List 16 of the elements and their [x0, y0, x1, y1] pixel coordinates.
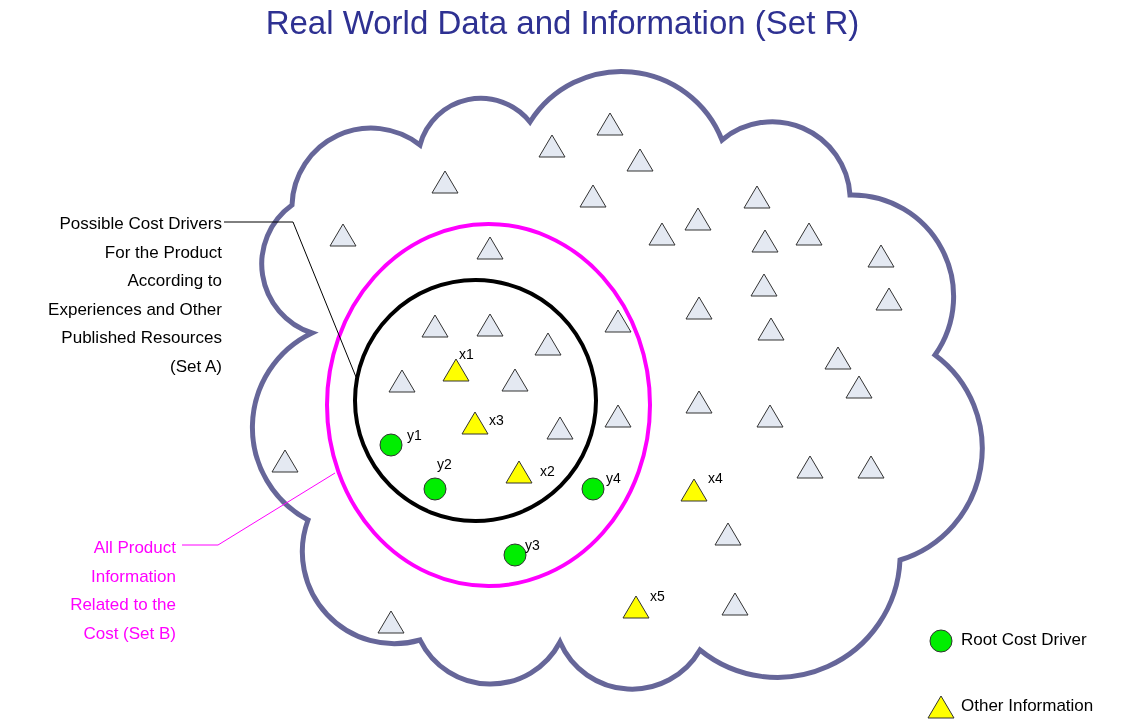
callout-text: All Product Information Related to the Cost (Set B)	[69, 537, 176, 645]
callout-text: Possible Cost Drivers For the Product According to Experiences and Other Published Resources (Set A)	[47, 213, 222, 378]
point-label: y3	[525, 537, 540, 553]
point-label: y4	[606, 470, 621, 486]
legend-label: Root Cost Driver	[961, 630, 1087, 650]
point-label: x5	[650, 588, 665, 604]
leader-line	[223, 221, 357, 378]
leader-line	[181, 472, 336, 546]
point-label: x2	[540, 463, 555, 479]
diagram-title: Real World Data and Information (Set R)	[265, 4, 860, 42]
point-label: y1	[407, 427, 422, 443]
point-label: x3	[489, 412, 504, 428]
point-label: y2	[437, 456, 452, 472]
point-label: x4	[708, 470, 723, 486]
point-label: x1	[459, 346, 474, 362]
legend-label: Other Information	[961, 696, 1094, 716]
